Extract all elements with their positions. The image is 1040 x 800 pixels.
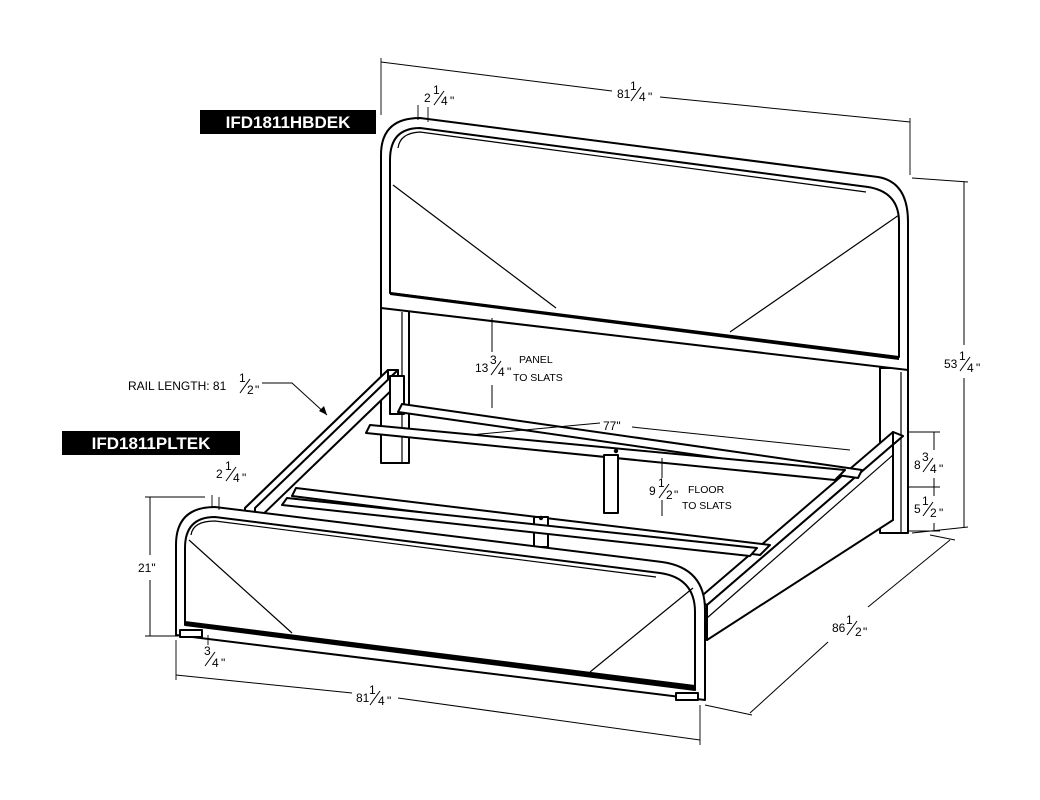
dim-overall-length: 86 1 2 " <box>832 613 867 639</box>
dim-whole: 9 <box>649 484 656 498</box>
dim-unit: " <box>387 694 391 708</box>
dim-footboard-post: 2 1 4 " <box>216 459 246 485</box>
dim-numerator: 1 <box>846 613 853 627</box>
dim-unit: " <box>507 365 511 379</box>
center-support-1 <box>603 454 619 514</box>
bed-frame-rails <box>244 369 904 641</box>
rail-bracket <box>389 375 405 415</box>
dim-denominator: 4 <box>930 462 937 476</box>
footboard-model-text: IFD1811PLTEK <box>92 434 211 453</box>
dim-unit: " <box>939 506 943 520</box>
dim-unit: " <box>976 361 980 375</box>
note-line-1: PANEL <box>519 354 553 366</box>
dim-denominator: 2 <box>666 488 673 502</box>
dim-panel-to-slats: 13 3 4 " PANEL TO SLATS <box>475 353 563 384</box>
headboard-model-label: IFD1811HBDEK <box>200 110 376 134</box>
dim-denominator: 2 <box>855 625 862 639</box>
headboard-model-text: IFD1811HBDEK <box>226 113 351 132</box>
dim-denominator: 4 <box>212 656 219 670</box>
dim-floor-to-slats: 9 1 2 " FLOOR TO SLATS <box>649 476 732 512</box>
dim-numerator: 1 <box>658 476 665 490</box>
dim-whole: 5 <box>914 502 921 516</box>
dim-denominator: 4 <box>967 361 974 375</box>
dim-numerator: 3 <box>922 450 929 464</box>
dim-prefix: RAIL LENGTH: 81 <box>128 379 227 393</box>
dim-unit: " <box>255 383 259 397</box>
dim-footboard-width: 81 1 4 " <box>356 683 391 708</box>
headboard <box>380 117 909 534</box>
dim-headboard-height: 53 1 4 " <box>944 349 980 375</box>
dim-denominator: 4 <box>639 90 646 104</box>
dim-denominator: 2 <box>247 383 254 397</box>
dim-whole: 2 <box>216 467 223 481</box>
dimension-lines <box>145 58 969 745</box>
slat-1 <box>365 424 846 481</box>
dim-whole: 13 <box>475 361 489 375</box>
dim-denominator: 4 <box>378 694 385 708</box>
note-line-2: TO SLATS <box>682 500 732 512</box>
dim-whole: 8 <box>914 458 921 472</box>
dim-numerator: 3 <box>490 353 497 367</box>
dim-whole: 2 <box>424 91 431 105</box>
footboard-panel <box>184 516 696 691</box>
dim-numerator: 1 <box>369 683 376 697</box>
dim-rail-height: 8 3 4 " <box>914 450 943 476</box>
dim-headboard-post: 2 1 4 " <box>424 83 454 108</box>
dim-whole: 81 <box>617 87 631 101</box>
dim-rail-length: RAIL LENGTH: 81 1 2 " <box>128 371 259 397</box>
dim-unit: " <box>939 462 943 476</box>
dim-footboard-height: 21" <box>138 561 156 575</box>
dim-whole: 81 <box>356 691 370 705</box>
dim-headboard-width: 81 1 4 " <box>617 79 652 104</box>
dim-leg-height: 5 1 2 " <box>914 494 943 520</box>
dim-numerator: 3 <box>204 644 211 658</box>
footboard-model-label: IFD1811PLTEK <box>62 431 240 455</box>
head-cross-rail <box>397 403 863 479</box>
dim-numerator: 1 <box>225 459 232 473</box>
dim-whole: 86 <box>832 621 846 635</box>
dim-unit: " <box>674 488 678 502</box>
dim-unit: " <box>242 471 246 485</box>
dim-unit: " <box>863 625 867 639</box>
dim-numerator: 1 <box>433 83 440 97</box>
dim-numerator: 1 <box>239 371 246 385</box>
note-line-2: TO SLATS <box>513 372 563 384</box>
footboard <box>175 506 706 701</box>
dim-inner-width: 77" <box>603 419 621 433</box>
dim-footboard-foot: 3 4 " <box>204 644 225 670</box>
dim-unit: " <box>221 656 225 670</box>
dim-numerator: 1 <box>922 494 929 508</box>
dim-denominator: 4 <box>498 365 505 379</box>
dim-unit: " <box>450 94 454 108</box>
dim-numerator: 1 <box>959 349 966 363</box>
dim-unit: " <box>648 90 652 104</box>
dim-denominator: 4 <box>233 471 240 485</box>
footboard-right-foot <box>675 692 699 701</box>
footboard-left-foot <box>179 629 203 638</box>
dim-whole: 53 <box>944 357 958 371</box>
dim-denominator: 4 <box>441 94 448 108</box>
dim-denominator: 2 <box>930 506 937 520</box>
dim-numerator: 1 <box>630 79 637 93</box>
note-line-1: FLOOR <box>688 484 725 496</box>
